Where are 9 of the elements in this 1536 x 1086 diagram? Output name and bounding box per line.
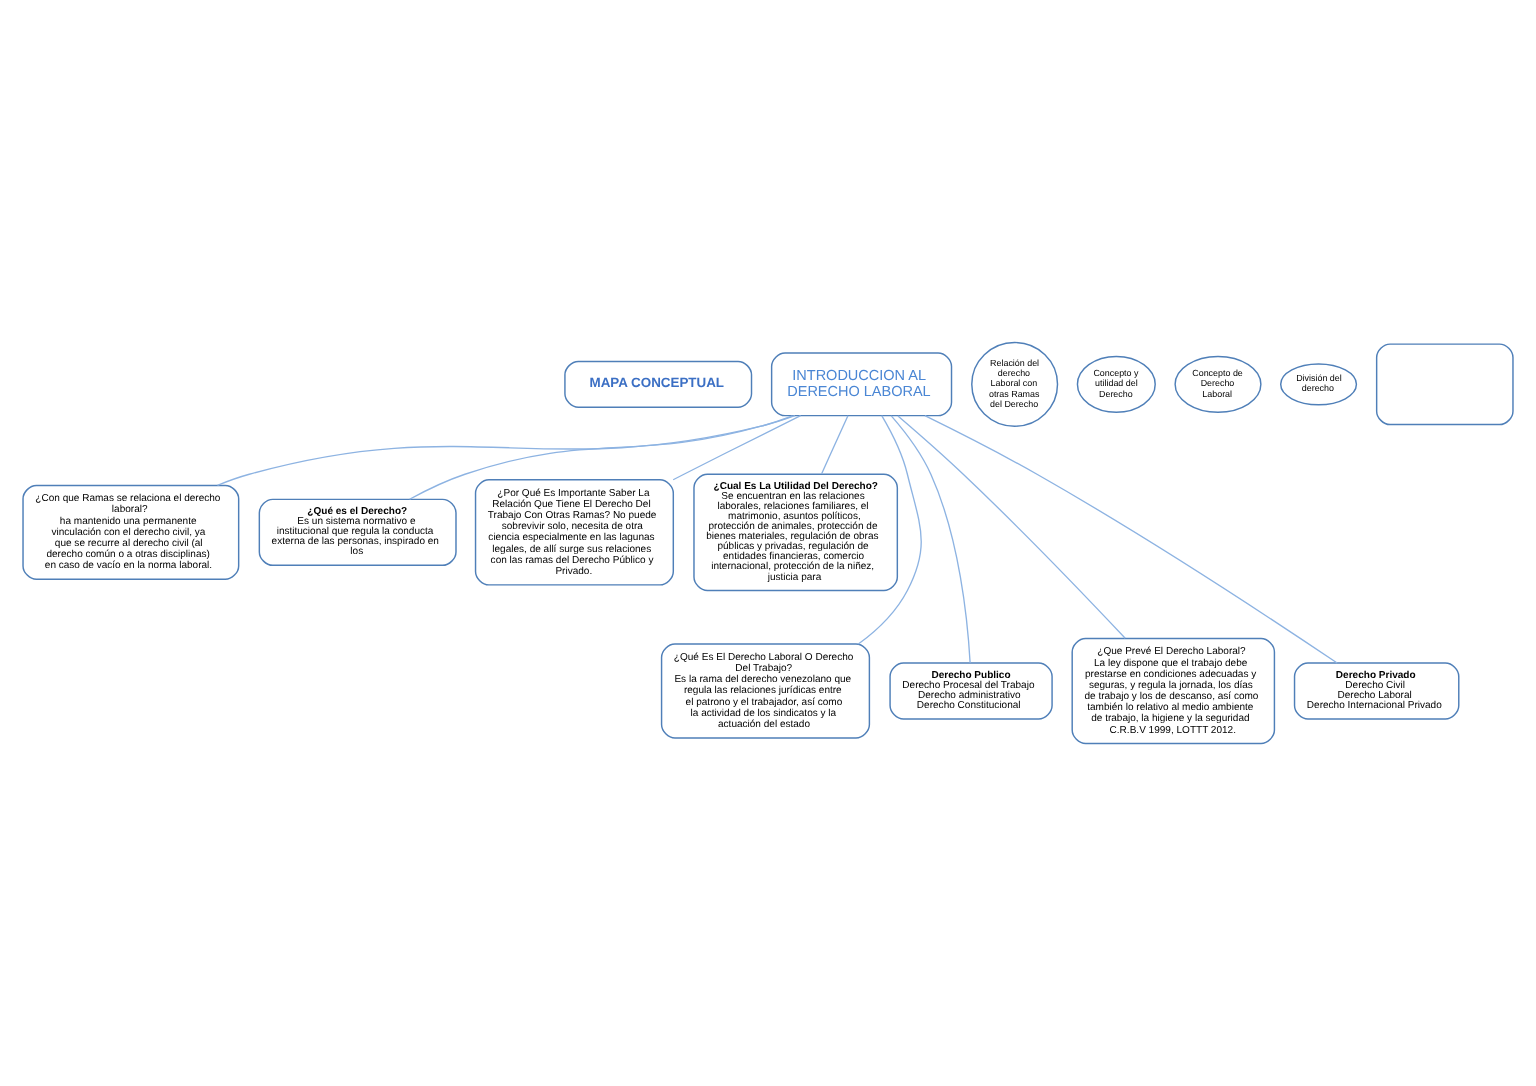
connector	[897, 415, 1126, 639]
connector	[924, 414, 1338, 664]
connector	[216, 414, 796, 486]
connector	[857, 415, 922, 645]
connector	[820, 415, 849, 475]
node-box	[1375, 343, 1514, 426]
connector	[890, 415, 971, 664]
connector	[672, 414, 802, 481]
connector	[408, 415, 794, 500]
